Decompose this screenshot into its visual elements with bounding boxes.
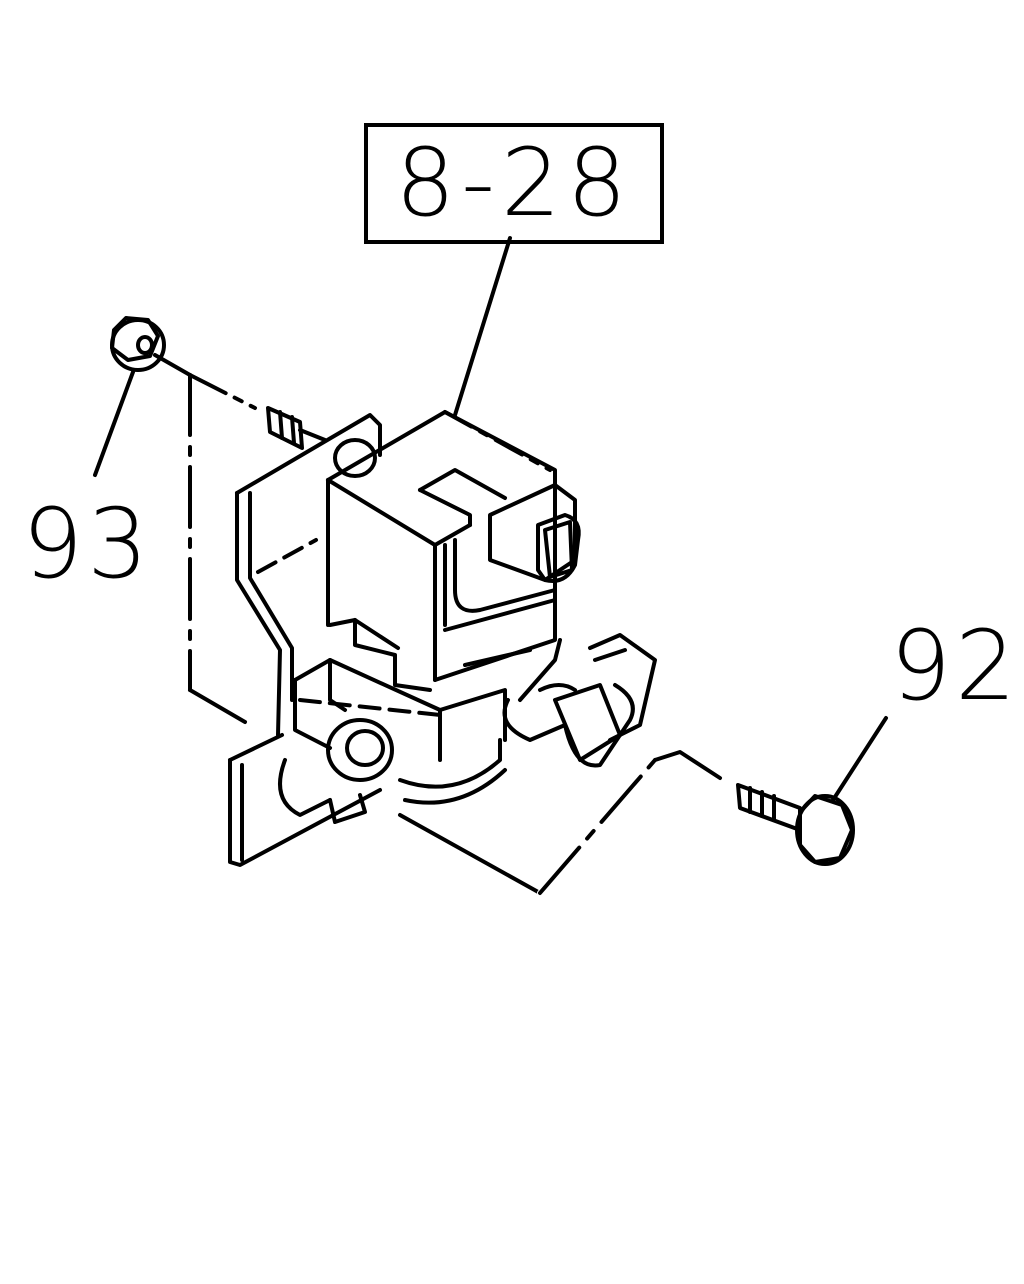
bracket-plate — [228, 413, 382, 867]
callout-93-label: 93 — [22, 488, 153, 600]
bolt-alignment-line — [398, 758, 657, 895]
valve-lower-body — [278, 638, 562, 824]
reference-label: 8-28 — [395, 128, 633, 238]
solenoid-body — [326, 410, 557, 692]
reference-box: 8-28 — [364, 123, 664, 244]
nut-alignment-line — [153, 353, 192, 377]
connector-part — [488, 483, 581, 583]
hose-elbow-part — [502, 633, 657, 768]
bolt-92-part — [736, 783, 855, 866]
nut-93-part — [110, 316, 166, 372]
callout-93-leader — [93, 370, 135, 477]
reference-leader-line — [453, 236, 512, 417]
stud-part — [266, 406, 327, 450]
callout-92-label: 92 — [890, 610, 1021, 722]
callout-92-leader — [831, 716, 888, 802]
